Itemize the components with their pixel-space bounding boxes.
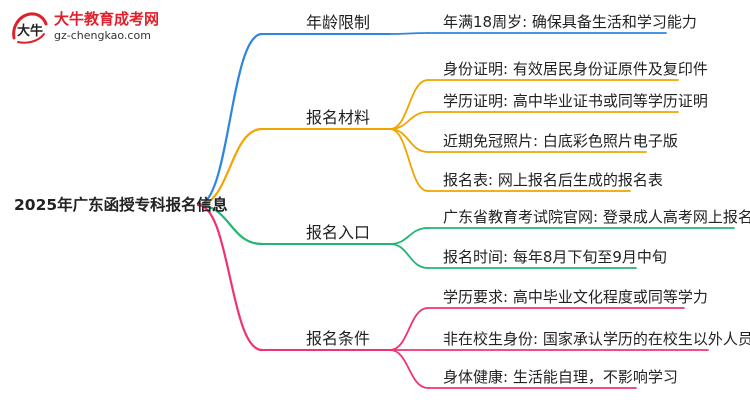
root-to-branch-link: [196, 32, 264, 207]
leaf-node: 学历要求: 高中毕业文化程度或同等学力: [443, 288, 708, 306]
branch-to-leaf-link: [389, 128, 429, 192]
site-logo[interactable]: 大牛 大牛教育成考网 gz-chengkao.com: [8, 6, 198, 50]
root-to-branch-link: [196, 203, 264, 352]
branch-to-leaf-link: [389, 349, 429, 389]
branch-to-leaf-link: [389, 128, 429, 153]
leaf-node: 身份证明: 有效居民身份证原件及复印件: [443, 60, 708, 78]
branch-to-leaf-link: [389, 32, 429, 35]
root-to-branch-link: [196, 127, 264, 207]
leaf-node: 年满18周岁: 确保具备生活和学习能力: [443, 13, 697, 31]
branch-node: 报名材料: [306, 108, 371, 127]
leaf-node: 非在校生身份: 国家承认学历的在校生以外人员: [443, 330, 750, 348]
branch-to-leaf-link: [389, 227, 429, 245]
leaf-node: 广东省教育考试院官网: 登录成人高考网上报名系统: [443, 208, 750, 226]
branch-node: 报名条件: [306, 329, 371, 348]
logo-mark-icon: 大牛: [12, 12, 48, 44]
branch-node: 报名入口: [306, 223, 371, 242]
leaf-node: 近期免冠照片: 白底彩色照片电子版: [443, 132, 678, 150]
branch-to-leaf-link: [389, 243, 429, 269]
branch-to-leaf-link: [389, 307, 429, 351]
leaf-node: 身体健康: 生活能自理，不影响学习: [443, 368, 678, 386]
logo-brand-text: 大牛教育成考网: [54, 10, 160, 28]
logo-mark-text: 大牛: [17, 23, 43, 39]
root-to-branch-link: [196, 203, 264, 246]
root-node: 2025年广东函授专科报名信息: [14, 196, 228, 214]
leaf-node: 报名表: 网上报名后生成的报名表: [443, 171, 663, 189]
leaf-node: 学历证明: 高中毕业证书或同等学历证明: [443, 92, 708, 110]
leaf-node: 报名时间: 每年8月下旬至9月中旬: [443, 248, 667, 266]
branch-node: 年龄限制: [306, 13, 371, 32]
logo-url-text: gz-chengkao.com: [54, 29, 151, 42]
